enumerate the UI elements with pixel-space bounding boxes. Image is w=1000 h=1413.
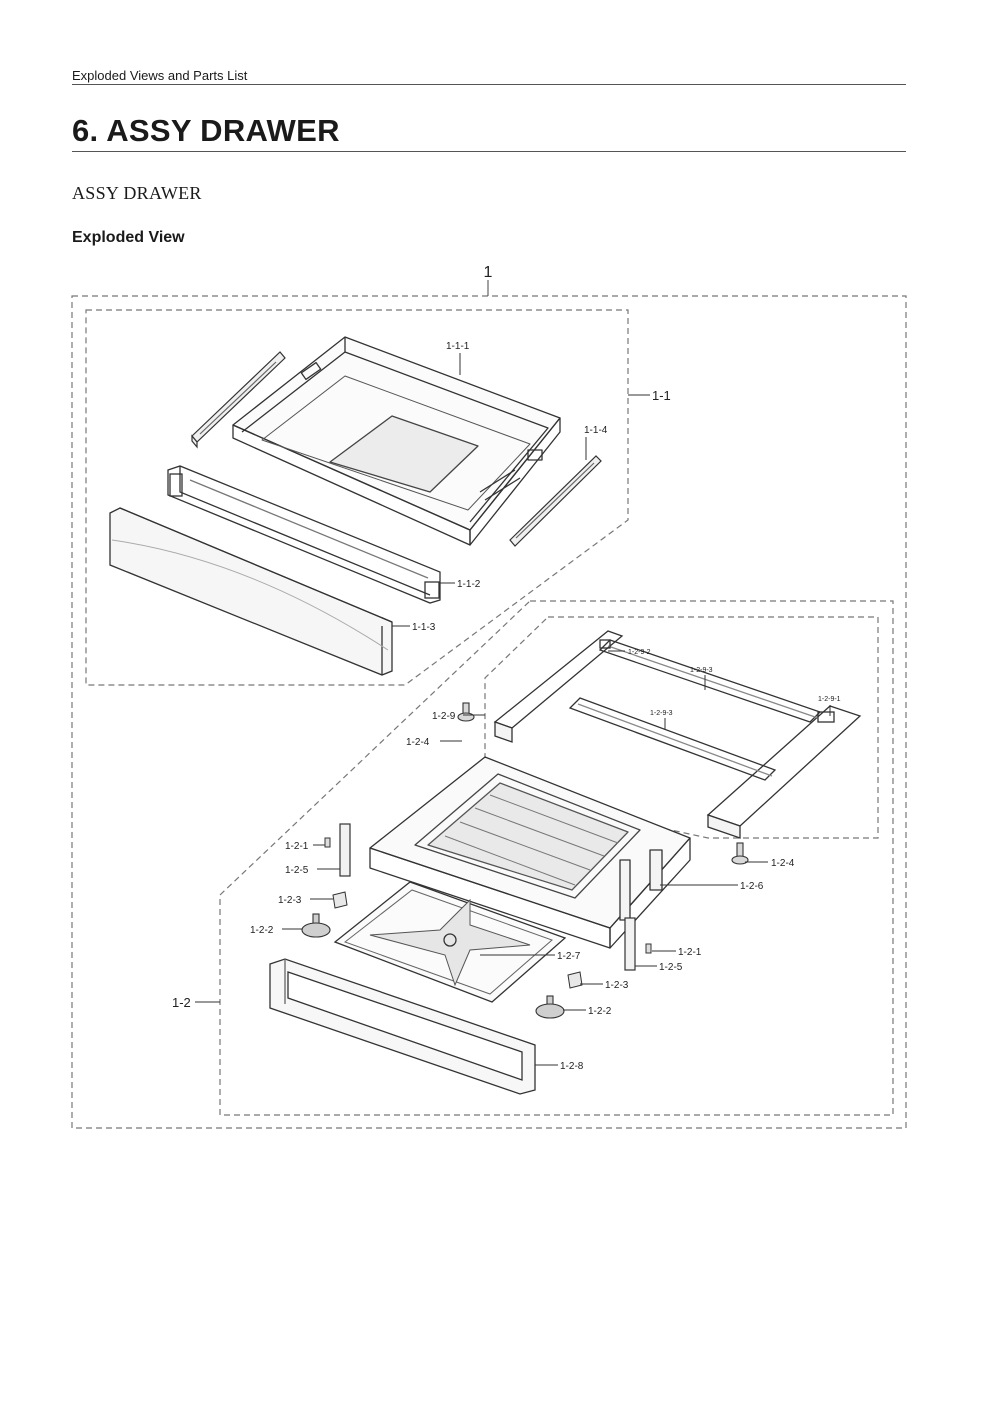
label-screw-right: 1-2-1: [678, 947, 702, 958]
page-header: Exploded Views and Parts List: [72, 68, 248, 83]
section-subtitle: ASSY DRAWER: [72, 183, 202, 203]
label-foot-upper-left: 1-2-4: [406, 737, 430, 748]
label-base-assy: 1-2: [172, 995, 191, 1010]
label-chassis: 1-2-6: [740, 881, 764, 892]
exploded-view-heading: Exploded View: [72, 229, 185, 246]
assy-boundary: [71, 295, 907, 1129]
label-rail-middle: 1-2-9-3: [650, 710, 673, 717]
drawer-assy-boundary: [85, 309, 629, 686]
bottom-plate: [333, 881, 567, 1003]
side-bracket-left: [339, 823, 351, 877]
label-clip-right: 1-2-3: [605, 980, 629, 991]
label-wheel-left: 1-2-2: [250, 925, 274, 936]
label-bracket-right-lower: 1-2-5: [659, 962, 683, 973]
label-bottom-plate: 1-2-7: [557, 951, 581, 962]
wheel-left: [301, 913, 331, 938]
sub-assy-boundary: [484, 616, 879, 839]
drawer-left-rail: [191, 351, 286, 449]
base-front-frame: [269, 958, 536, 1095]
label-foot-right: 1-2-4: [771, 858, 795, 869]
label-bracket-left: 1-2-5: [285, 865, 309, 876]
label-frame: 1-1-2: [457, 579, 481, 590]
wheel-right: [535, 995, 565, 1019]
label-front-frame: 1-2-8: [560, 1061, 584, 1072]
label-bracket-right: 1-2-9-1: [818, 696, 841, 703]
drawer-right-rail: [509, 455, 602, 547]
screw-right: [645, 943, 652, 954]
label-rail: 1-1-4: [584, 425, 608, 436]
clip-right: [567, 971, 583, 989]
label-screw-left: 1-2-1: [285, 841, 309, 852]
label-body: 1-1-1: [446, 341, 470, 352]
clip-left: [332, 891, 348, 909]
section-title: 6. ASSY DRAWER: [72, 113, 340, 148]
base-sub-frame: [493, 630, 862, 839]
side-bracket-right: [624, 917, 636, 971]
screw-left: [324, 837, 331, 848]
drawer-inner-frame: [167, 465, 441, 604]
label-wheel-right: 1-2-2: [588, 1006, 612, 1017]
base-assy-boundary: [219, 600, 894, 1116]
label-drawer-assy: 1-1: [652, 388, 671, 403]
header-divider: [72, 84, 906, 85]
foot-upper-left: [457, 702, 475, 722]
title-divider: [72, 151, 906, 152]
label-rail-left: 1-2-9-3: [690, 667, 713, 674]
drawer-front-panel: [109, 507, 393, 676]
label-assy: 1: [484, 264, 493, 281]
drawer-body: [232, 336, 561, 546]
foot-right: [731, 842, 749, 865]
label-sub-assy: 1-2-9: [432, 711, 456, 722]
base-chassis: [369, 756, 691, 949]
label-bracket-top: 1-2-9-2: [628, 649, 651, 656]
label-clip-left: 1-2-3: [278, 895, 302, 906]
label-front-panel: 1-1-3: [412, 622, 436, 633]
